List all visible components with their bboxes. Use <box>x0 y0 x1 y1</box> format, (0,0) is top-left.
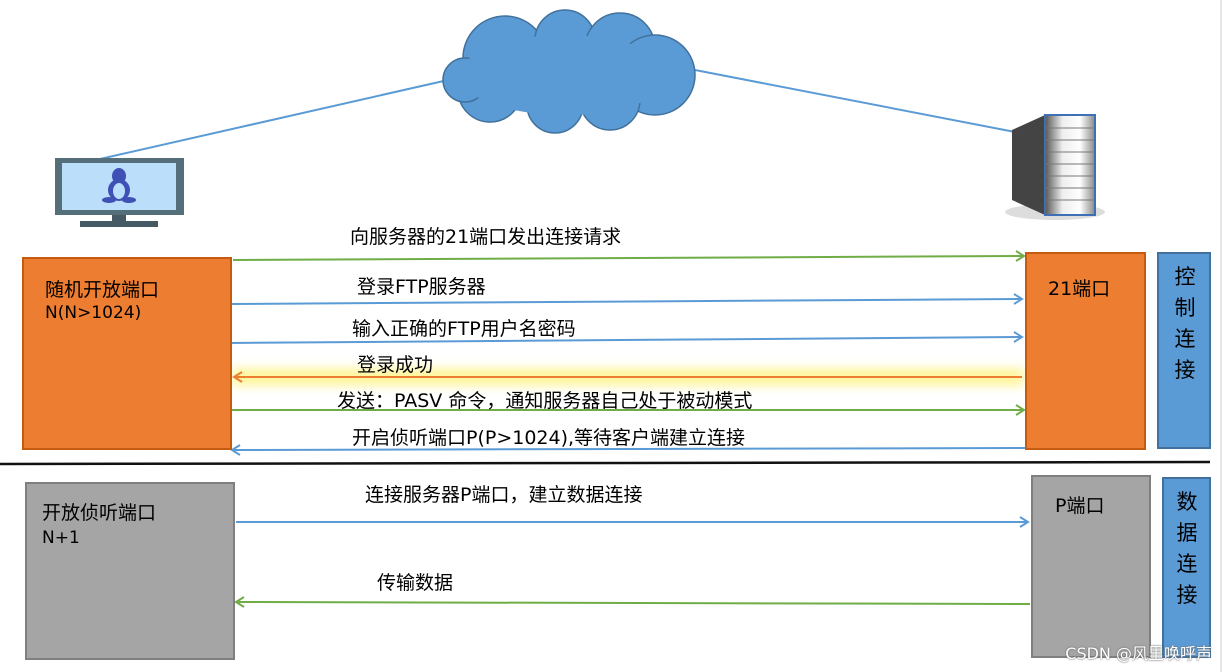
client-control-port-range: N(N>1024) <box>45 303 142 323</box>
server-port-p-box: P端口 <box>1031 475 1151 658</box>
arrow-transfer-data <box>234 596 1031 608</box>
linux-client-monitor-icon <box>55 158 184 227</box>
msg-login-ftp: 登录FTP服务器 <box>357 276 486 298</box>
client-data-port-box: 开放侦听端口 N+1 <box>25 482 235 660</box>
control-connection-label-box: 控制连接 <box>1157 252 1211 449</box>
cloud-icon <box>442 9 696 134</box>
msg-credentials: 输入正确的FTP用户名密码 <box>352 318 576 340</box>
msg-login-success: 登录成功 <box>357 354 434 376</box>
data-connection-label-box: 数据连接 <box>1162 477 1211 658</box>
arrow-login-ftp <box>230 293 1024 305</box>
server-icon <box>1005 114 1105 220</box>
network-link-server <box>694 69 1016 133</box>
client-data-port-label: 开放侦听端口 <box>42 502 157 524</box>
data-connection-label: 数据连接 <box>1176 490 1198 607</box>
server-port-p-label: P端口 <box>1055 495 1105 517</box>
arrow-listen-port <box>230 444 1026 456</box>
client-data-port-number: N+1 <box>42 528 80 548</box>
msg-transfer-data: 传输数据 <box>377 572 454 594</box>
arrow-connect-data <box>236 516 1030 528</box>
server-port-21-label: 21端口 <box>1048 278 1111 300</box>
msg-connect-data: 连接服务器P端口，建立数据连接 <box>365 484 643 506</box>
section-divider <box>0 460 1211 466</box>
client-control-port-box: 随机开放端口 N(N>1024) <box>22 257 232 450</box>
arrow-pasv-command <box>229 404 1026 416</box>
control-arrows <box>228 250 1026 456</box>
server-port-21-box: 21端口 <box>1025 252 1146 450</box>
arrow-credentials <box>228 331 1024 344</box>
watermark: CSDN @风里唤呼声 <box>1065 644 1212 663</box>
msg-pasv-command: 发送：PASV 命令，通知服务器自己处于被动模式 <box>337 390 753 412</box>
arrow-login-success <box>232 371 1022 383</box>
client-control-port-label: 随机开放端口 <box>45 279 160 301</box>
msg-listen-port: 开启侦听端口P(P>1024),等待客户端建立连接 <box>352 427 746 449</box>
control-connection-label: 控制连接 <box>1174 265 1196 382</box>
msg-connect-request: 向服务器的21端口发出连接请求 <box>350 226 622 248</box>
data-arrows <box>234 516 1031 608</box>
arrow-connect-request <box>232 250 1026 262</box>
network-link-client <box>99 79 449 160</box>
